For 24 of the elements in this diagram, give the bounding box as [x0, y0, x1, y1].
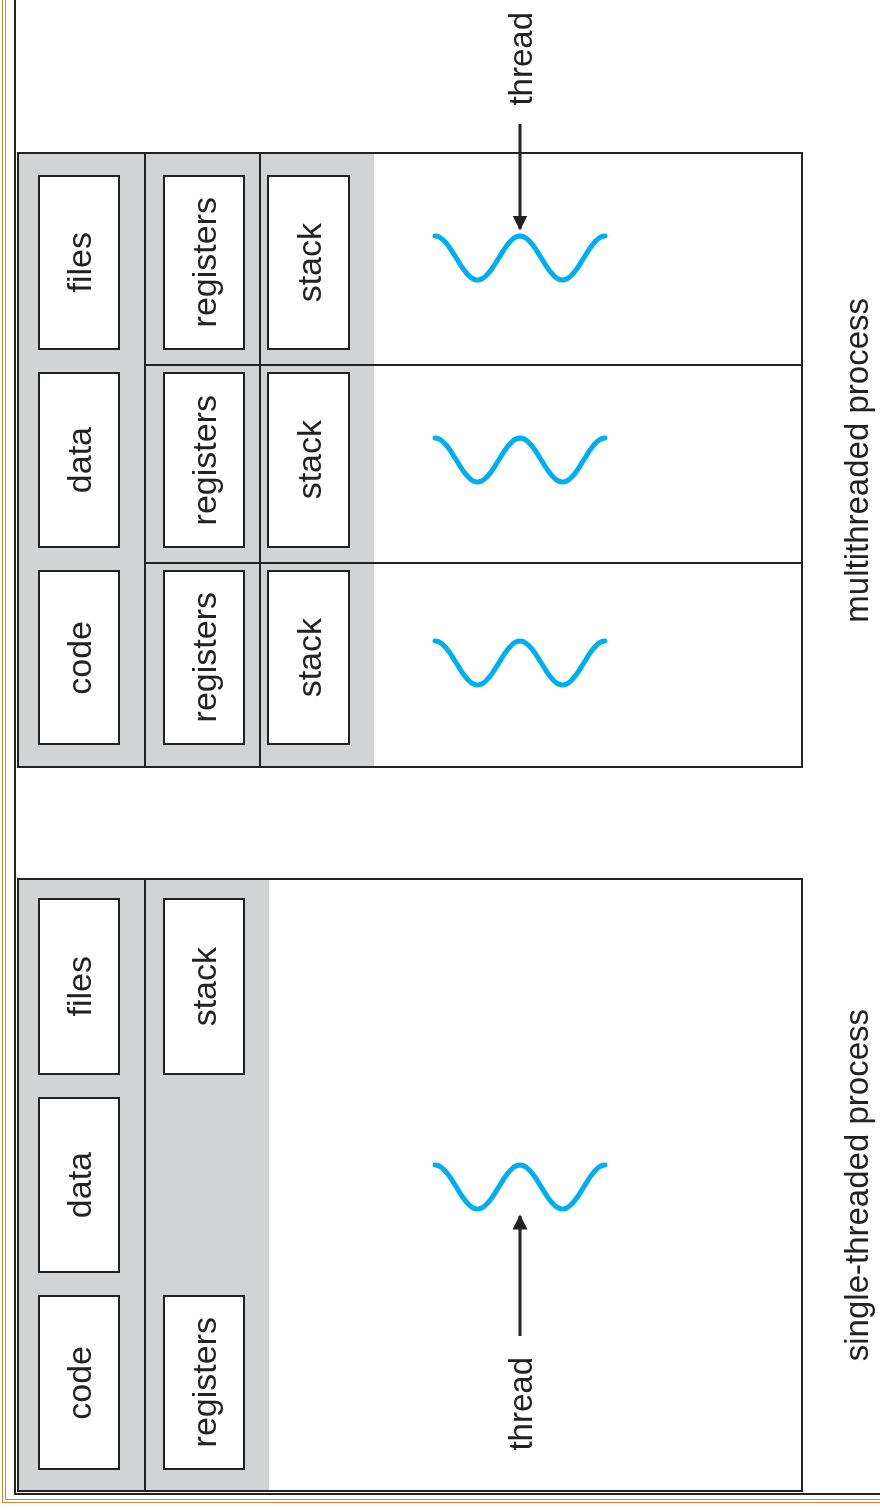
thread-wave-icon — [432, 1160, 608, 1214]
segment-box: registers — [163, 1295, 245, 1470]
thread-wave-icon — [432, 433, 608, 487]
segment-box: stack — [267, 372, 350, 548]
segment-box: registers — [163, 372, 245, 548]
segment-box: stack — [267, 570, 350, 745]
segment-box: files — [38, 898, 120, 1075]
thread-wave-icon — [432, 636, 608, 690]
thread-label: thread — [503, 12, 537, 106]
segment-box: registers — [163, 570, 245, 745]
segment-box: code — [38, 570, 120, 745]
thread-label: thread — [503, 1357, 537, 1451]
arrow — [512, 1214, 528, 1336]
segment-box: data — [38, 1097, 120, 1273]
segment-box: stack — [163, 898, 245, 1075]
segment-box: files — [38, 175, 120, 350]
arrow — [512, 124, 528, 231]
segment-box: registers — [163, 175, 245, 350]
process-caption: multithreaded process — [839, 297, 873, 623]
segment-box: code — [38, 1295, 120, 1470]
process-caption: single-threaded process — [839, 1008, 873, 1362]
segment-box: stack — [267, 175, 350, 350]
thread-wave-icon — [432, 231, 608, 285]
segment-box: data — [38, 372, 120, 548]
